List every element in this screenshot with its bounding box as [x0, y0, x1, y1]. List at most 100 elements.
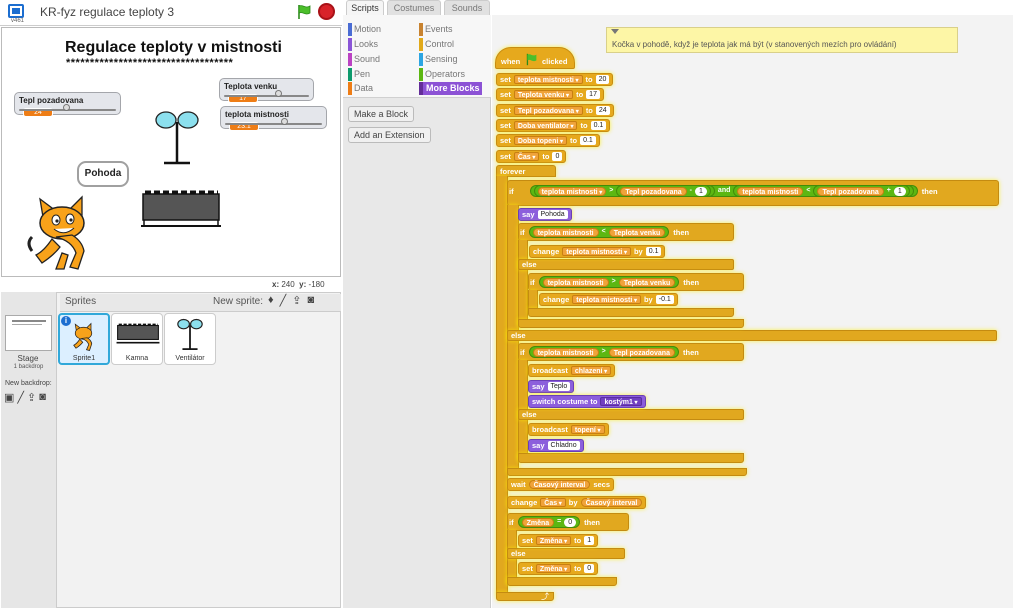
- category-looks[interactable]: Looks: [348, 38, 378, 51]
- value-input[interactable]: 0: [584, 564, 595, 573]
- paint-icon[interactable]: ▣: [4, 392, 15, 404]
- monitor-teplota-mistnosti[interactable]: teplota mistnosti23.1: [220, 106, 327, 131]
- stage-thumbnail[interactable]: [5, 315, 52, 351]
- variable-dropdown[interactable]: teplota mistnosti: [513, 75, 583, 84]
- reporter-casovy-interval[interactable]: Časový interval: [580, 498, 643, 507]
- minus-operator[interactable]: Tepl pozadovana-1: [616, 185, 711, 197]
- cat-sprite[interactable]: [26, 193, 106, 273]
- reporter-teplota-mistnosti[interactable]: teplota mistnosti: [532, 347, 599, 357]
- equals-operator[interactable]: Změna=0: [517, 516, 581, 528]
- value-input[interactable]: 24: [595, 106, 610, 115]
- greater-than-operator[interactable]: teplota mistnosti>Tepl pozadovana-1: [533, 185, 715, 197]
- reporter-teplota-mistnosti[interactable]: teplota mistnosti: [737, 186, 804, 196]
- costume-dropdown[interactable]: kostým1: [600, 397, 642, 406]
- value-input[interactable]: 0.1: [645, 247, 662, 256]
- fullscreen-icon[interactable]: [8, 4, 24, 18]
- when-flag-clicked-block[interactable]: when clicked: [495, 47, 575, 69]
- reporter-tepl-pozadovana[interactable]: Tepl pozadovana: [620, 186, 687, 196]
- number-input[interactable]: 1: [695, 186, 707, 196]
- value-input[interactable]: 0.1: [580, 136, 596, 145]
- variable-dropdown[interactable]: Tepl pozadovana: [513, 106, 583, 115]
- monitor-slider[interactable]: [19, 104, 116, 111]
- greater-than-operator[interactable]: teplota mistnosti>Teplota venku: [538, 276, 680, 288]
- sprite-tile-ventilator[interactable]: [164, 313, 216, 365]
- camera-icon[interactable]: ◙: [39, 391, 46, 403]
- fan-sprite[interactable]: [152, 106, 202, 168]
- monitor-slider[interactable]: [224, 90, 309, 97]
- sprite-tile-sprite1[interactable]: i: [58, 313, 110, 365]
- stop-icon[interactable]: [318, 3, 335, 20]
- text-input[interactable]: Pohoda: [537, 210, 568, 219]
- category-control[interactable]: Control: [419, 38, 454, 51]
- value-input[interactable]: 17: [586, 90, 600, 99]
- reporter-casovy-interval[interactable]: Časový interval: [528, 480, 591, 489]
- paint-brush-icon[interactable]: ╱: [279, 295, 287, 307]
- change-variable-block[interactable]: changeČasbyČasový interval: [507, 496, 647, 509]
- script-comment[interactable]: Kočka v pohodě, když je teplota jak má b…: [606, 27, 958, 53]
- variable-dropdown[interactable]: Doba ventilator: [513, 121, 578, 130]
- less-than-operator[interactable]: teplota mistnosti<Teplota venku: [528, 226, 670, 238]
- monitor-tepl-pozadovana[interactable]: Tepl pozadovana24: [14, 92, 121, 117]
- heater-sprite[interactable]: [140, 188, 222, 228]
- plus-operator[interactable]: Tepl pozadovana+1: [813, 185, 910, 197]
- reporter-teplota-venku[interactable]: Teplota venku: [618, 277, 676, 287]
- reporter-teplota-mistnosti[interactable]: teplota mistnosti: [532, 227, 599, 237]
- category-data[interactable]: Data: [348, 82, 373, 95]
- info-icon[interactable]: i: [61, 316, 71, 326]
- sprite-library-icon[interactable]: ♦: [268, 294, 274, 306]
- category-sound[interactable]: Sound: [348, 53, 380, 66]
- set-variable-block[interactable]: setČasto0: [496, 150, 567, 163]
- less-than-operator[interactable]: teplota mistnosti<Tepl pozadovana+1: [733, 185, 914, 197]
- reporter-teplota-mistnosti[interactable]: teplota mistnosti: [542, 277, 609, 287]
- category-more-blocks[interactable]: More Blocks: [419, 82, 482, 95]
- value-input[interactable]: 1: [584, 536, 595, 545]
- make-block-button[interactable]: Make a Block: [348, 106, 415, 122]
- value-input[interactable]: 0: [552, 152, 563, 161]
- category-events[interactable]: Events: [419, 23, 453, 36]
- reporter-zmena[interactable]: Změna: [521, 517, 555, 527]
- sprite-tile-kamna[interactable]: [111, 313, 163, 365]
- variable-dropdown[interactable]: Čas: [513, 152, 540, 161]
- variable-dropdown[interactable]: Změna: [535, 564, 572, 573]
- value-input[interactable]: 20: [595, 75, 610, 84]
- number-input[interactable]: 0: [564, 517, 577, 527]
- slider-knob[interactable]: [275, 90, 282, 97]
- green-flag-icon[interactable]: [296, 4, 312, 20]
- greater-than-operator[interactable]: teplota mistnosti>Tepl pozadovana: [528, 346, 679, 358]
- camera-icon[interactable]: ◙: [307, 294, 315, 306]
- add-extension-button[interactable]: Add an Extension: [348, 127, 431, 143]
- and-operator[interactable]: teplota mistnosti>Tepl pozadovana-1 and …: [529, 185, 918, 197]
- category-sensing[interactable]: Sensing: [419, 53, 458, 66]
- reporter-tepl-pozadovana[interactable]: Tepl pozadovana: [817, 186, 884, 196]
- set-variable-block[interactable]: setZměnato0: [518, 562, 599, 575]
- tab-scripts[interactable]: Scripts: [346, 0, 384, 15]
- variable-dropdown[interactable]: Doba topeni: [513, 136, 567, 145]
- slider-knob[interactable]: [62, 104, 70, 111]
- category-pen[interactable]: Pen: [348, 68, 370, 81]
- forever-block[interactable]: forever: [496, 165, 556, 177]
- text-input[interactable]: Teplo: [547, 382, 571, 391]
- upload-sprite-icon[interactable]: ⇪: [292, 295, 302, 307]
- variable-dropdown[interactable]: Čas: [540, 498, 566, 507]
- category-motion[interactable]: Motion: [348, 23, 381, 36]
- variable-dropdown[interactable]: Teplota venku: [513, 90, 574, 99]
- set-variable-block[interactable]: setZměnato1: [518, 534, 599, 547]
- message-dropdown[interactable]: topení: [570, 425, 605, 434]
- message-dropdown[interactable]: chlazení: [570, 366, 612, 375]
- reporter-teplota-venku[interactable]: Teplota venku: [608, 227, 666, 237]
- upload-icon[interactable]: ⇪: [27, 392, 37, 404]
- tab-costumes[interactable]: Costumes: [387, 0, 441, 15]
